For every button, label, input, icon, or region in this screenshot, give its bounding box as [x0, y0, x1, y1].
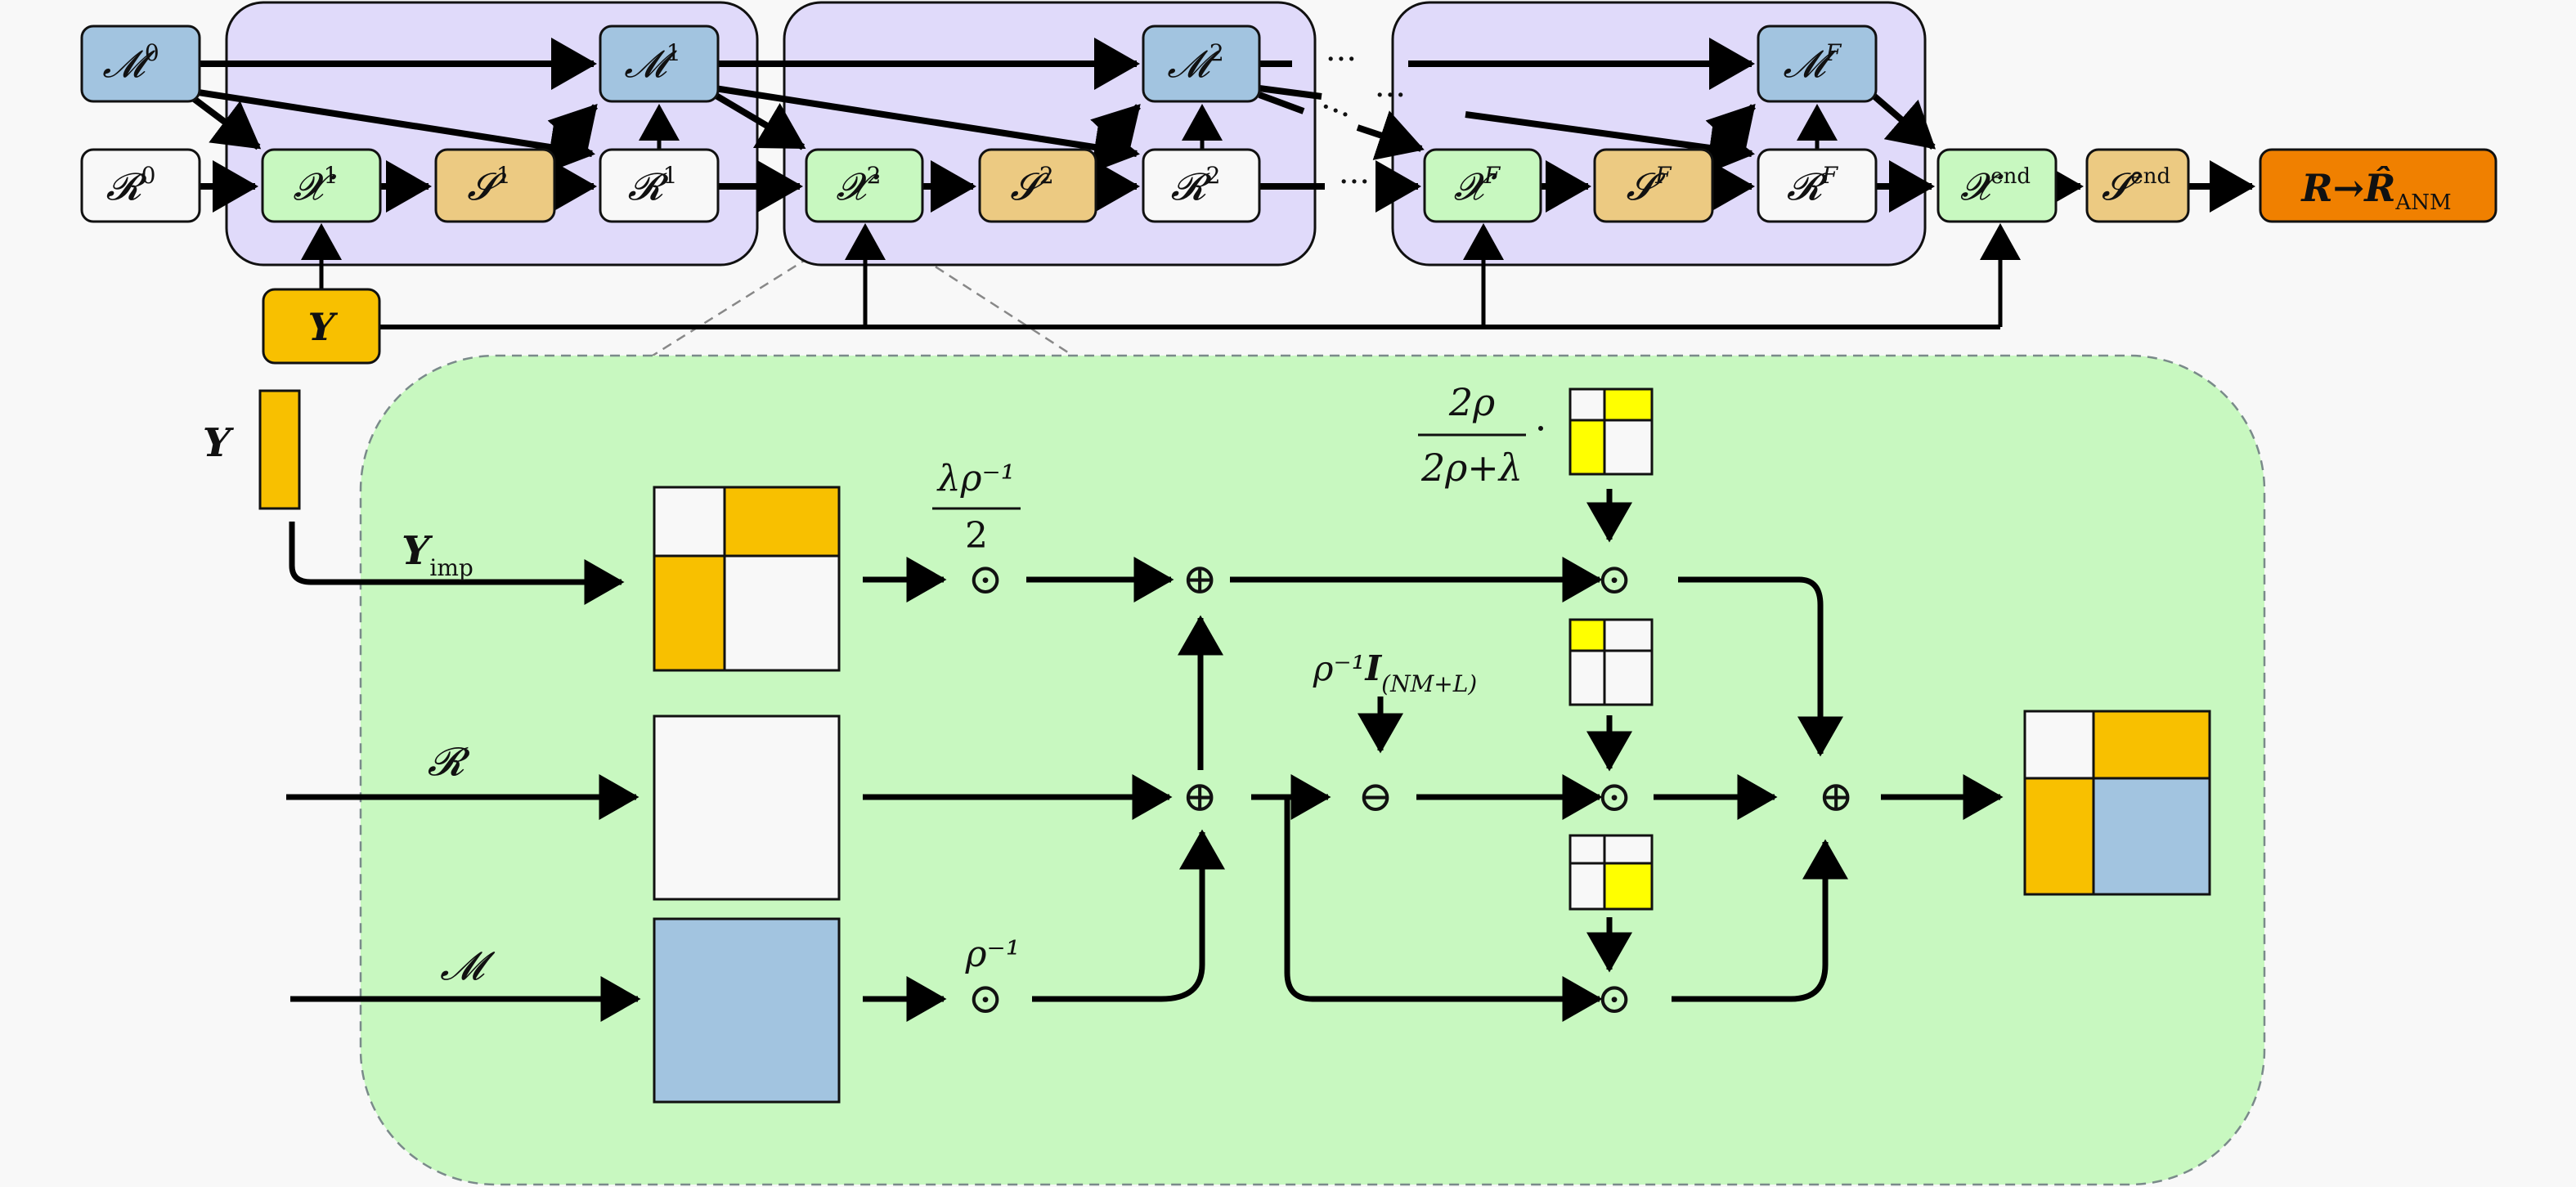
r-label: 𝓡 — [428, 739, 471, 785]
node-m2[interactable]: 𝓜2 — [1142, 25, 1261, 103]
node-r0[interactable]: 𝓡0 — [80, 148, 201, 223]
coef-fraction: 2ρ 2ρ+λ · — [1418, 380, 1546, 490]
y-vector-bar — [258, 389, 301, 510]
selector-matrix-offdiag — [1568, 387, 1654, 476]
svg-text:2ρ: 2ρ — [1448, 380, 1495, 424]
output-node[interactable]: R→R̂ANM — [2259, 148, 2497, 223]
node-s2[interactable]: 𝓢2 — [978, 148, 1097, 223]
coef-lambda-rho: λρ⁻¹ 2 — [932, 458, 1021, 557]
selector-matrix-topleft — [1568, 618, 1654, 706]
node-rF[interactable]: 𝓡F — [1757, 148, 1878, 223]
plus-op-3: ⊕ — [1818, 773, 1854, 822]
svg-text:2ρ+λ: 2ρ+λ — [1420, 446, 1523, 490]
y-input-node[interactable]: Y — [262, 288, 381, 365]
svg-text:λρ⁻¹: λρ⁻¹ — [936, 458, 1016, 499]
r-matrix — [653, 714, 841, 901]
top-connectors — [191, 38, 2255, 329]
hadamard-op-4: ⊙ — [1596, 974, 1632, 1024]
coef-rho-inv: ρ⁻¹ — [965, 934, 1021, 975]
detail-panel — [359, 354, 2266, 1186]
plus-op-1: ⊕ — [1182, 555, 1218, 604]
node-x2[interactable]: 𝓧2 — [805, 148, 924, 223]
plus-op-2: ⊕ — [1182, 773, 1218, 822]
ellipsis-m-row: ··· — [1326, 41, 1357, 78]
node-s-end[interactable]: 𝓢end — [2085, 148, 2190, 223]
hadamard-op-1: ⊙ — [967, 555, 1003, 604]
minus-op: ⊖ — [1358, 773, 1393, 822]
node-m1[interactable]: 𝓜1 — [599, 25, 720, 103]
node-r2[interactable]: 𝓡2 — [1142, 148, 1261, 223]
identity-term: ρ⁻¹I(NM+L) — [1313, 648, 1477, 697]
node-r2-label: 𝓡2 — [1171, 162, 1221, 208]
node-r0-label: 𝓡0 — [106, 162, 156, 208]
m-matrix — [653, 917, 841, 1104]
node-x-end[interactable]: 𝓧end — [1936, 148, 2058, 223]
y-imp-label: Yimp — [402, 528, 473, 581]
selector-matrix-bottomright — [1568, 834, 1654, 911]
svg-text:2: 2 — [965, 515, 988, 557]
node-s-end-label: 𝓢end — [2102, 164, 2170, 208]
y-input-label: Y — [308, 305, 339, 349]
detail-y-label: Y — [203, 420, 235, 466]
node-r1[interactable]: 𝓡1 — [599, 148, 720, 223]
node-x-end-label: 𝓧end — [1960, 164, 2031, 208]
hadamard-op-2: ⊙ — [1596, 555, 1632, 604]
node-r1-label: 𝓡1 — [628, 162, 678, 208]
node-x1[interactable]: 𝓧1 — [261, 148, 382, 223]
output-label: R→R̂ANM — [2300, 166, 2451, 215]
node-s1[interactable]: 𝓢1 — [434, 148, 556, 223]
ellipsis-r-row: ··· — [1339, 163, 1370, 201]
hadamard-op-5: ⊙ — [967, 974, 1003, 1024]
node-m2-label: 𝓜2 — [1167, 39, 1223, 86]
svg-text:·: · — [1535, 406, 1547, 450]
detail-connectors — [286, 489, 2004, 1022]
node-rF-label: 𝓡F — [1787, 162, 1839, 208]
hadamard-op-3: ⊙ — [1596, 773, 1632, 822]
output-matrix — [2023, 710, 2211, 896]
node-mF[interactable]: 𝓜F — [1757, 25, 1878, 103]
node-m0[interactable]: 𝓜0 — [80, 25, 201, 103]
node-xF[interactable]: 𝓧F — [1423, 148, 1542, 223]
node-sF[interactable]: 𝓢F — [1593, 148, 1714, 223]
ellipsis-m-r-diag: ··· — [1375, 77, 1406, 114]
y-imp-matrix — [653, 486, 841, 672]
